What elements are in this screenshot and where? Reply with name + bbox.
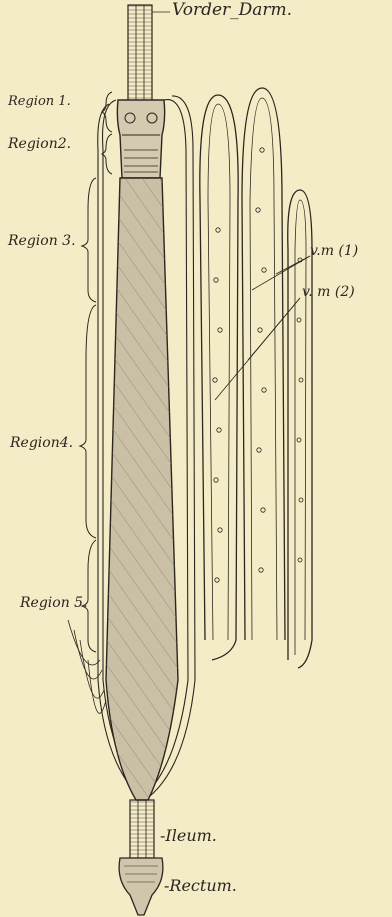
foregut-tube	[128, 5, 152, 105]
label-region-3: Region 3.	[8, 234, 76, 248]
midgut	[106, 178, 178, 800]
label-pointers	[152, 12, 310, 400]
region-braces	[80, 92, 112, 652]
label-region-4: Region4.	[10, 436, 73, 450]
ileum	[130, 800, 154, 858]
rectum	[119, 858, 163, 915]
label-ileum: -Ileum.	[160, 828, 217, 844]
label-rectum: -Rectum.	[164, 878, 237, 894]
label-region-2: Region2.	[8, 137, 71, 151]
tubule-granules	[213, 148, 303, 582]
label-region-1: Region 1.	[8, 95, 71, 108]
label-vorder-darm: Vorder_Darm.	[172, 2, 292, 19]
label-vm-2: v. m (2)	[302, 285, 355, 299]
label-region-5: Region 5.	[20, 596, 88, 610]
cardia-bulb	[117, 100, 164, 178]
label-vm-1: v.m (1)	[310, 244, 358, 258]
